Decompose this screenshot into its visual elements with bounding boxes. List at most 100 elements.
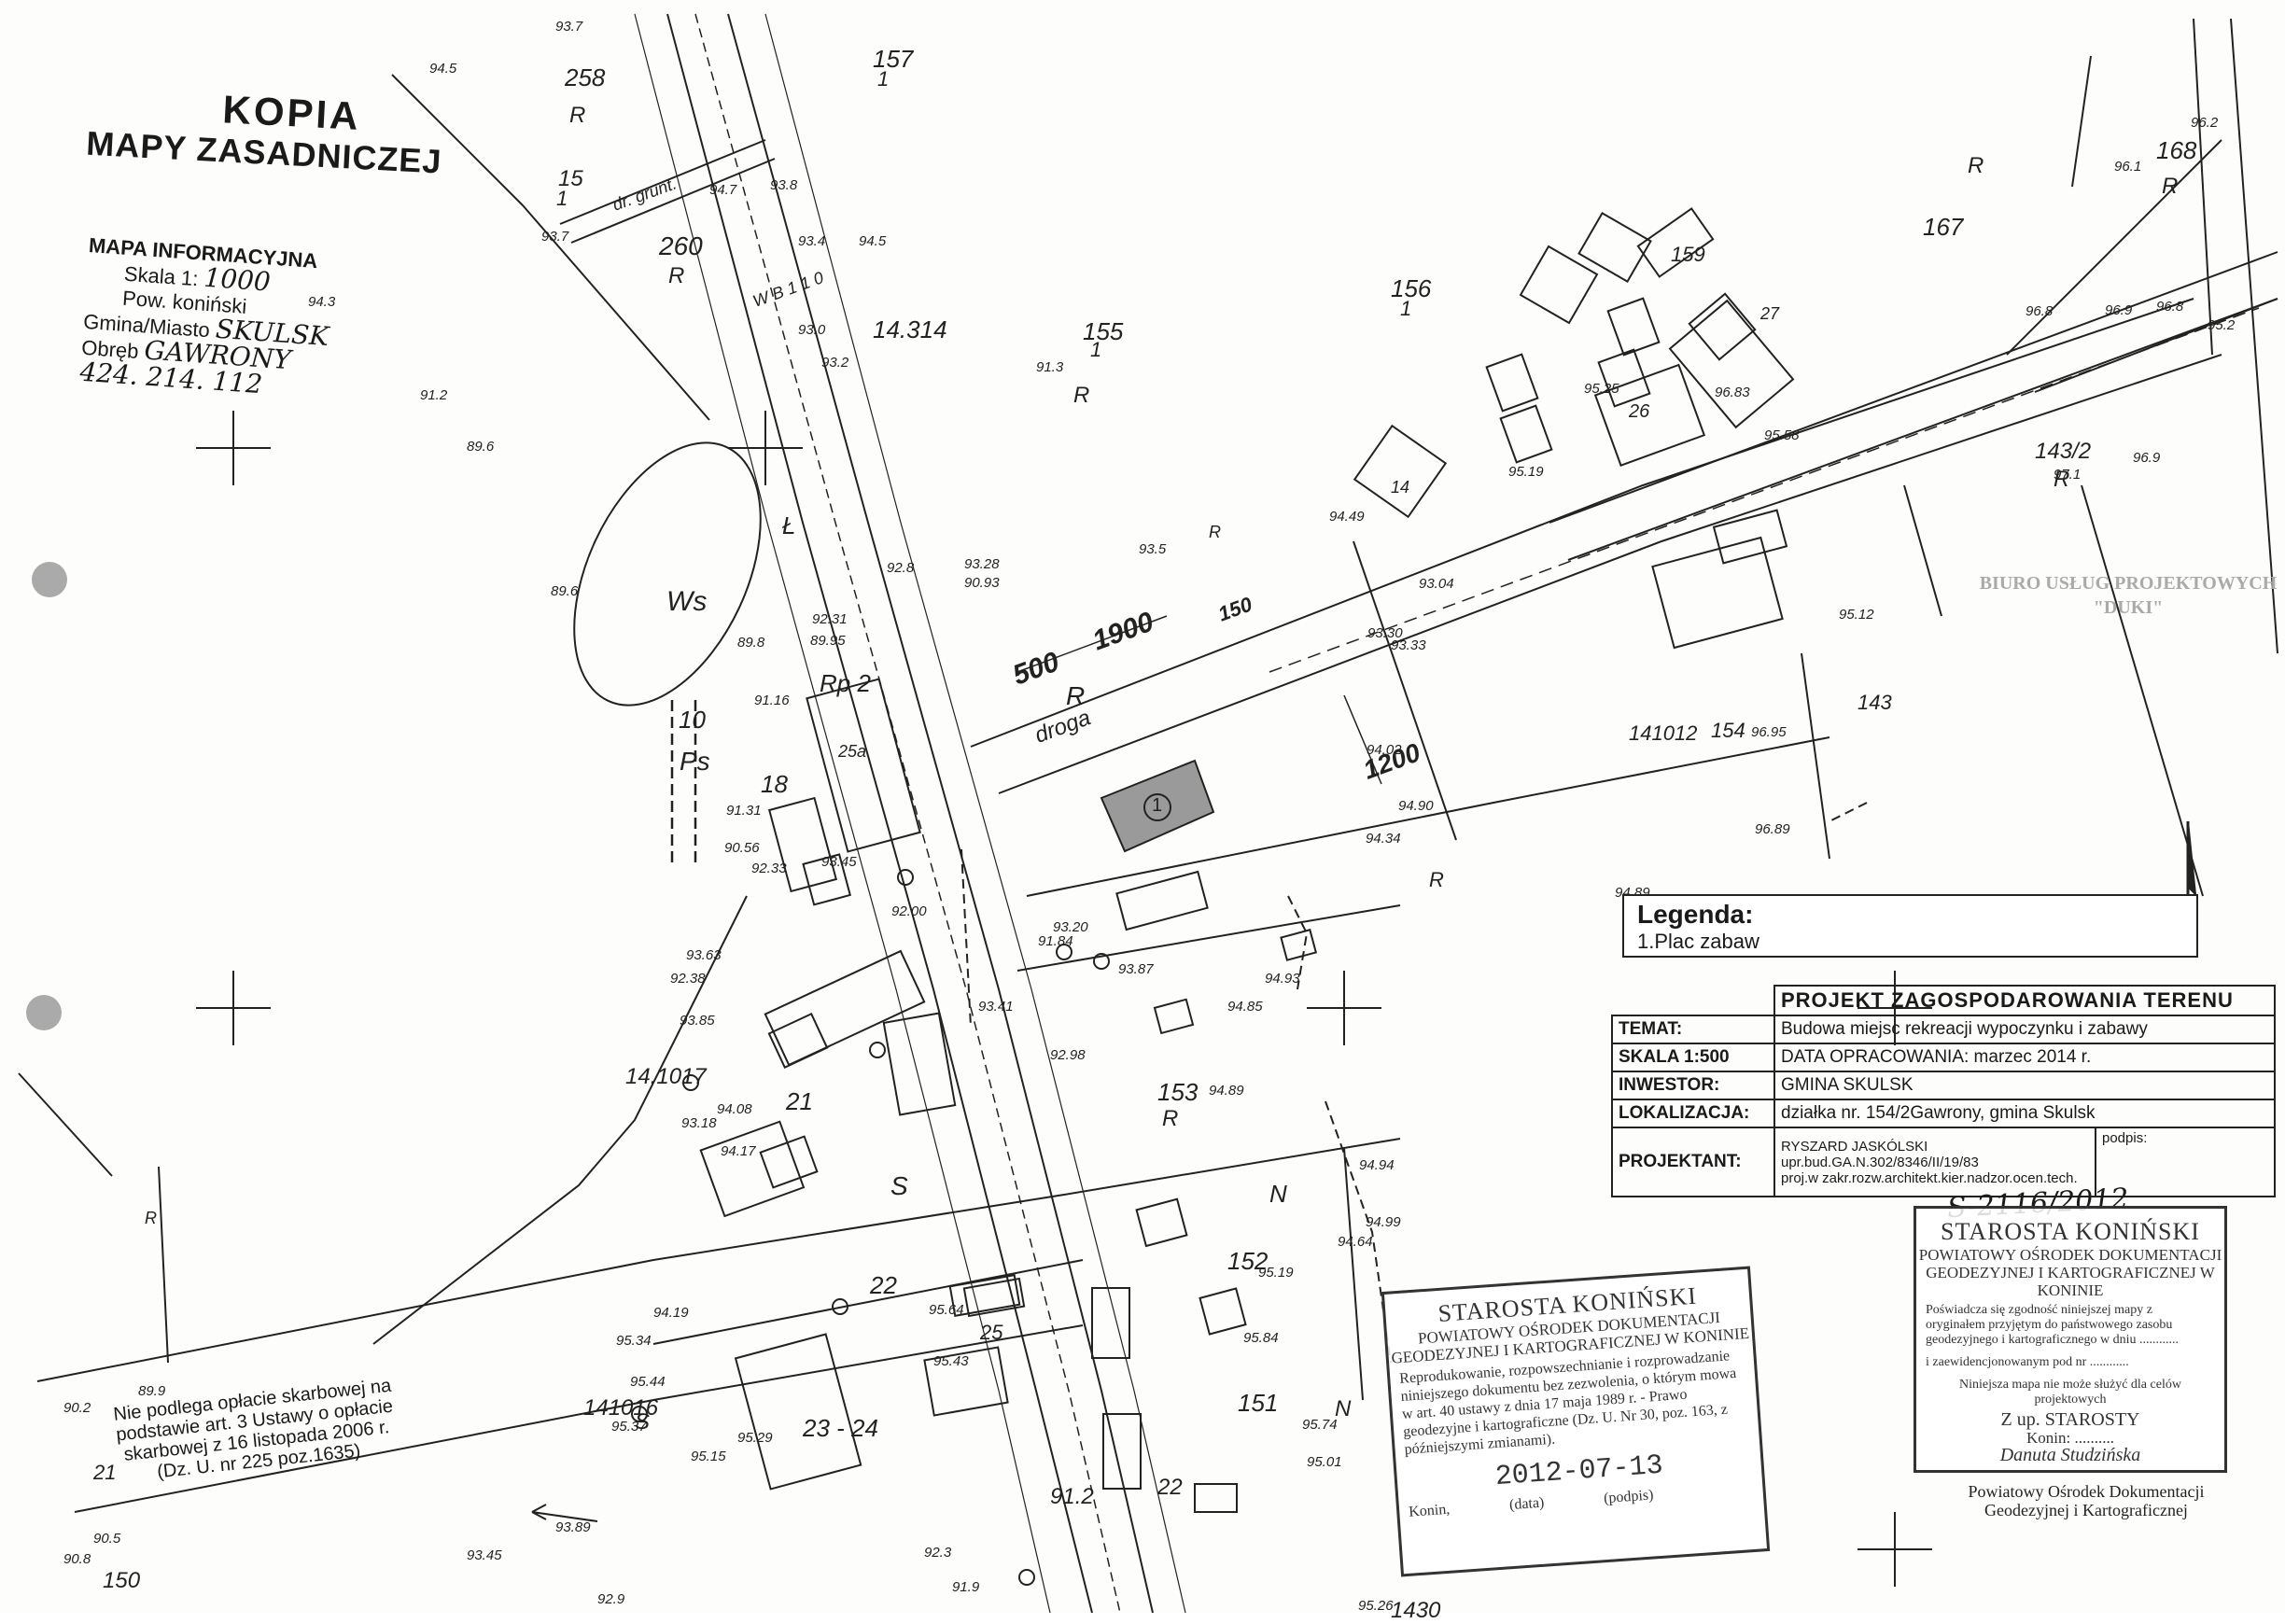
map-label-land: R bbox=[1968, 153, 1984, 178]
spot-height: 93.41 bbox=[978, 999, 1014, 1015]
legend-title: Legenda: bbox=[1637, 900, 1754, 929]
map-label-land: R bbox=[1162, 1106, 1179, 1131]
spot-height: 89.6 bbox=[551, 583, 579, 599]
spot-height: 94.99 bbox=[1366, 1214, 1401, 1230]
map-label-height: 91.2 bbox=[1050, 1484, 1094, 1509]
spot-height: 94.02 bbox=[1367, 742, 1402, 758]
map-label-parcel: 153 bbox=[1157, 1078, 1199, 1106]
spot-height: 95.74 bbox=[1302, 1417, 1338, 1433]
spot-height: 95.84 bbox=[1243, 1330, 1279, 1346]
stamp2-starosty: Z up. STAROSTY bbox=[2000, 1409, 2140, 1430]
spot-height: 95.37 bbox=[611, 1419, 647, 1435]
spot-height: 95.01 bbox=[1307, 1454, 1342, 1470]
spot-height: 95.44 bbox=[630, 1374, 666, 1390]
spot-height: 95.25 bbox=[1584, 381, 1619, 397]
spot-height: 93.87 bbox=[1118, 961, 1154, 977]
spot-height: 93.20 bbox=[1053, 919, 1088, 935]
binder-hole-bottom bbox=[26, 995, 62, 1030]
spot-height: 95.43 bbox=[933, 1353, 969, 1369]
spot-height: 90.5 bbox=[93, 1531, 121, 1547]
spot-height: 93.63 bbox=[686, 947, 722, 963]
temat-value: Budowa miejsc rekreacji wypoczynku i zab… bbox=[1773, 1015, 2276, 1044]
podpis-label: podpis: bbox=[2102, 1130, 2148, 1146]
spot-height: 93.89 bbox=[555, 1519, 591, 1535]
binder-hole-top bbox=[32, 562, 67, 597]
map-label-land: N bbox=[1269, 1180, 1287, 1208]
spot-height: 89.95 bbox=[810, 633, 846, 649]
spot-height: 96.95 bbox=[1751, 724, 1787, 740]
building-23-24 bbox=[734, 1333, 862, 1491]
map-label-land: R bbox=[2054, 467, 2070, 492]
spot-height: 94.93 bbox=[1265, 971, 1300, 987]
stamp2-text2: i zaewidencjonowanym pod nr ............ bbox=[1926, 1355, 2129, 1369]
map-label-parcel: 18 bbox=[761, 770, 788, 798]
map-label-land: R bbox=[569, 103, 586, 128]
spot-height: 95.12 bbox=[1839, 607, 1874, 623]
map-label-parcel: 1 bbox=[877, 67, 890, 91]
road-wb110-east-edge bbox=[727, 13, 1154, 1613]
inwestor-label: INWESTOR: bbox=[1611, 1071, 1775, 1100]
map-label-building: 26 bbox=[1629, 401, 1650, 422]
spot-height: 93.8 bbox=[770, 177, 798, 193]
building-14 bbox=[1353, 424, 1448, 519]
map-label-land: R bbox=[1429, 868, 1444, 891]
spot-height: 92.98 bbox=[1050, 1047, 1086, 1063]
map-label-land: Rp 2 bbox=[820, 669, 871, 697]
spot-height: 96.9 bbox=[2105, 302, 2133, 318]
data-opracowania: DATA OPRACOWANIA: marzec 2014 r. bbox=[1773, 1043, 2276, 1072]
spot-height: 91.9 bbox=[952, 1579, 980, 1595]
lokalizacja-label: LOKALIZACJA: bbox=[1611, 1099, 1775, 1128]
map-label-land: Ps bbox=[680, 747, 710, 776]
spot-height: 94.94 bbox=[1359, 1157, 1395, 1173]
projektant-upr: upr.bud.GA.N.302/8346/II/19/83 bbox=[1781, 1154, 1979, 1170]
map-label-parcel: 156 bbox=[1391, 274, 1432, 302]
spot-height: 93.33 bbox=[1391, 637, 1426, 653]
spot-height: 90.8 bbox=[63, 1551, 91, 1567]
spot-height: 94.5 bbox=[429, 61, 457, 77]
side-road-south-edge bbox=[998, 354, 2222, 794]
road-wb110-west-edge bbox=[666, 13, 1093, 1613]
project-title-block: PROJEKT ZAGOSPODAROWANIA TERENU TEMAT: B… bbox=[1611, 985, 2276, 1197]
spot-height: 93.04 bbox=[1419, 576, 1454, 592]
map-label-parcel: 155 bbox=[1083, 317, 1124, 345]
spot-height: 92.9 bbox=[597, 1591, 625, 1607]
spot-height: 94.85 bbox=[1227, 999, 1263, 1015]
spot-height: 89.8 bbox=[737, 635, 765, 651]
stamp2-footer: Powiatowy Ośrodek Dokumentacji Geodezyjn… bbox=[1968, 1482, 2205, 1519]
map-label-land: R bbox=[1066, 681, 1086, 710]
map-label-parcel: 22 bbox=[1157, 1475, 1183, 1500]
map-label-parcel: 143 bbox=[1857, 691, 1892, 714]
map-label-parcel: 1430 bbox=[1391, 1598, 1441, 1623]
spot-height: 96.2 bbox=[2191, 115, 2219, 131]
temat-label: TEMAT: bbox=[1611, 1015, 1775, 1044]
building-26 bbox=[1668, 299, 1795, 429]
spot-height: 95.64 bbox=[929, 1302, 964, 1318]
map-label-parcel: 258 bbox=[565, 63, 606, 91]
map-label-land: R bbox=[145, 1209, 157, 1227]
spot-height: 96.8 bbox=[2026, 303, 2054, 319]
spot-height: 96.1 bbox=[2114, 159, 2142, 175]
side-road-north-edge bbox=[970, 298, 2194, 748]
building-25a bbox=[806, 678, 921, 853]
map-label-parcel: 152 bbox=[1227, 1247, 1269, 1275]
spot-height: 93.85 bbox=[680, 1013, 715, 1029]
spot-height: 91.31 bbox=[726, 803, 762, 819]
map-label-land: R bbox=[1073, 383, 1090, 408]
spot-height: 94.90 bbox=[1398, 798, 1434, 814]
inwestor-value: GMINA SKULSK bbox=[1773, 1071, 2276, 1100]
map-label-parcel: 260 bbox=[659, 231, 703, 260]
map-label-land: R bbox=[2162, 174, 2179, 199]
projektant-label: PROJEKTANT: bbox=[1611, 1127, 1775, 1197]
map-label-parcel: 1 bbox=[1090, 338, 1102, 361]
map-label-parcel: 21 bbox=[786, 1087, 813, 1115]
map-label-parcel: 151 bbox=[1238, 1389, 1279, 1417]
spot-height: 94.19 bbox=[653, 1305, 689, 1321]
plac-zabaw-number: 1 bbox=[1152, 795, 1163, 816]
map-label-parcel: 15 bbox=[558, 166, 583, 191]
spot-height: 93.0 bbox=[798, 322, 826, 338]
spot-height: 97.1 bbox=[2054, 467, 2082, 483]
spot-height: 93.7 bbox=[555, 19, 583, 35]
info-block: MAPA INFORMACYJNA Skala 1: 1000 Pow. kon… bbox=[78, 233, 370, 404]
